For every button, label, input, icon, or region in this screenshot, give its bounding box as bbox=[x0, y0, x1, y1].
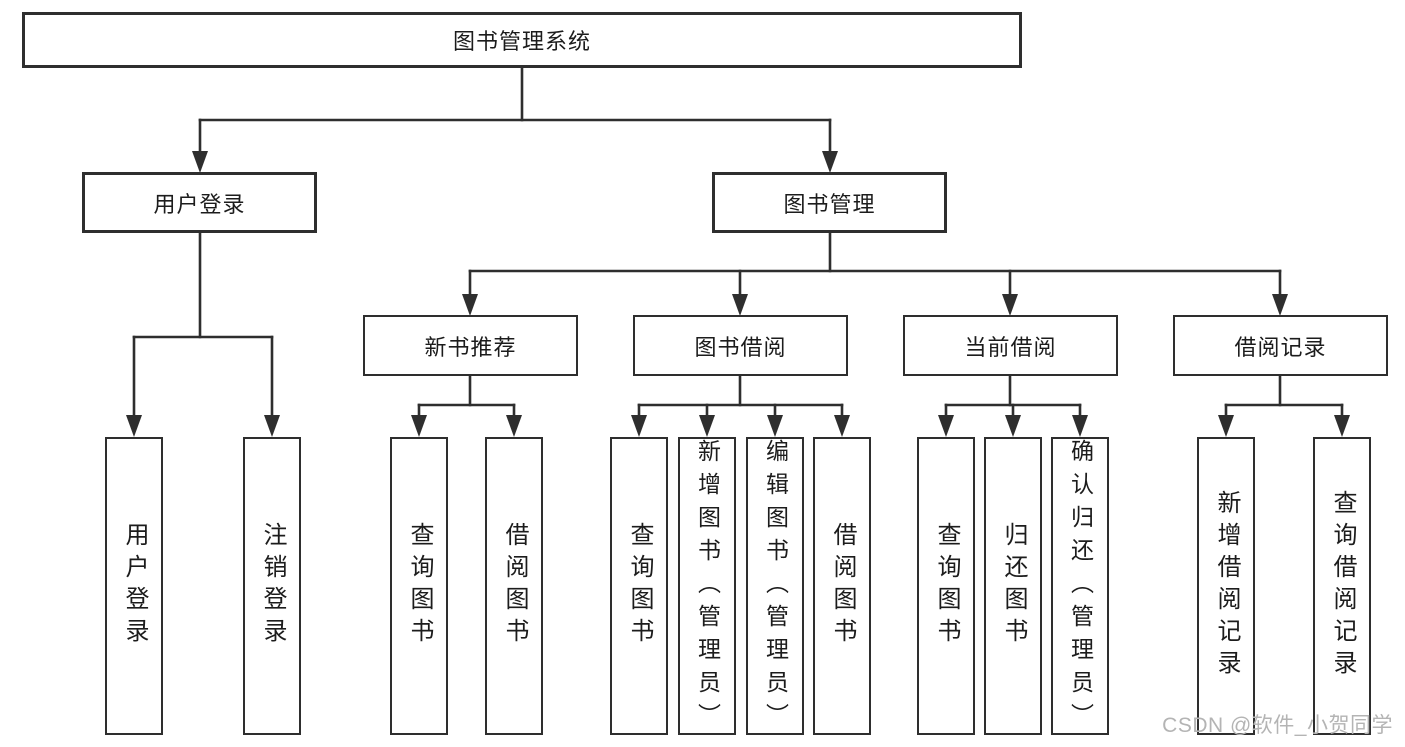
leaf-add-book-admin: 新增图书（管理员） bbox=[678, 437, 736, 736]
node-borrow-records: 借阅记录 bbox=[1173, 315, 1388, 376]
node-label: 确认归还（管理员） bbox=[1067, 439, 1094, 736]
node-library-management-system: 图书管理系统 bbox=[22, 12, 1022, 68]
leaf-edit-book-admin: 编辑图书（管理员） bbox=[746, 437, 804, 736]
node-label: 图书借阅 bbox=[694, 334, 787, 360]
node-label: 新增图书（管理员） bbox=[694, 439, 721, 736]
node-label: 注销登录 bbox=[259, 522, 286, 650]
leaf-query-borrow-record: 查询借阅记录 bbox=[1313, 437, 1371, 735]
node-label: 用户登录 bbox=[153, 191, 246, 217]
node-label: 借阅图书 bbox=[829, 522, 856, 650]
node-user-login: 用户登录 bbox=[82, 172, 317, 233]
node-label: 查询图书 bbox=[933, 522, 960, 650]
node-label: 编辑图书（管理员） bbox=[762, 439, 789, 736]
leaf-return-book: 归还图书 bbox=[984, 437, 1042, 735]
node-book-borrowing: 图书借阅 bbox=[633, 315, 848, 376]
watermark: CSDN @软件_小贺同学 bbox=[1162, 714, 1393, 737]
node-current-borrowing: 当前借阅 bbox=[903, 315, 1118, 376]
leaf-add-borrow-record: 新增借阅记录 bbox=[1197, 437, 1255, 735]
leaf-query-book-2: 查询图书 bbox=[610, 437, 668, 735]
leaf-borrow-book-1: 借阅图书 bbox=[485, 437, 543, 735]
node-label: 借阅记录 bbox=[1234, 334, 1327, 360]
leaf-query-book-1: 查询图书 bbox=[390, 437, 448, 735]
node-label: 当前借阅 bbox=[964, 334, 1057, 360]
node-label: 查询图书 bbox=[406, 522, 433, 650]
node-book-management: 图书管理 bbox=[712, 172, 947, 233]
node-label: 借阅图书 bbox=[501, 522, 528, 650]
node-label: 图书管理系统 bbox=[452, 29, 591, 54]
leaf-borrow-book-2: 借阅图书 bbox=[813, 437, 871, 735]
node-new-book-recommend: 新书推荐 bbox=[363, 315, 578, 376]
node-label: 新增借阅记录 bbox=[1213, 490, 1240, 682]
node-label: 查询借阅记录 bbox=[1329, 490, 1356, 682]
arrowheads bbox=[126, 151, 1350, 437]
node-label: 图书管理 bbox=[783, 191, 876, 217]
leaf-logout: 注销登录 bbox=[243, 437, 301, 735]
node-label: 用户登录 bbox=[121, 522, 148, 650]
node-label: 新书推荐 bbox=[424, 334, 517, 360]
leaf-confirm-return-admin: 确认归还（管理员） bbox=[1051, 437, 1109, 736]
node-label: 归还图书 bbox=[1000, 522, 1027, 650]
leaf-query-book-3: 查询图书 bbox=[917, 437, 975, 735]
node-label: 查询图书 bbox=[626, 522, 653, 650]
leaf-user-login: 用户登录 bbox=[105, 437, 163, 735]
